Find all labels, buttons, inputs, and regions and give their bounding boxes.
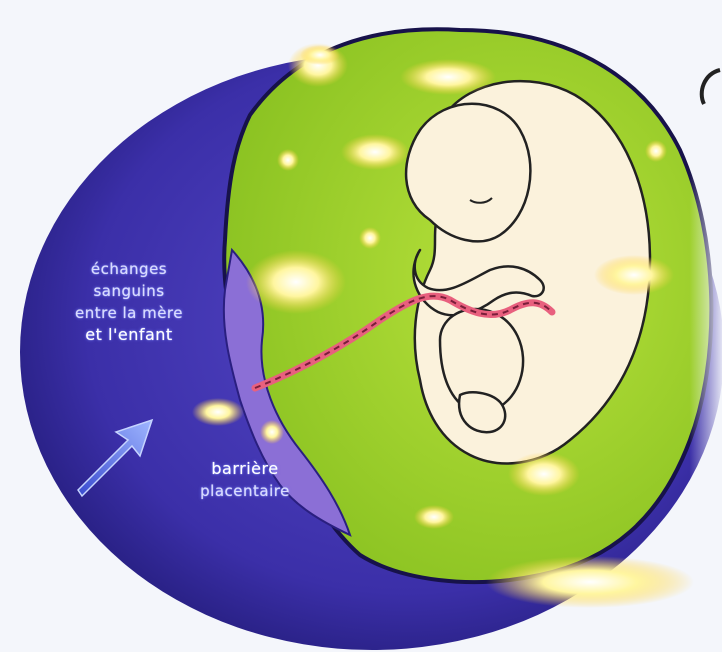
label-highlight (400, 59, 496, 95)
caption-line: entre la mère (14, 302, 244, 324)
label-highlight (260, 420, 284, 444)
label-highlight (341, 134, 409, 170)
caption-line: échanges (14, 258, 244, 280)
caption-line: et l'enfant (14, 324, 244, 346)
caption-line: barrière (160, 458, 330, 480)
label-highlight (359, 227, 381, 249)
label-highlight (246, 250, 346, 314)
caption-placental-barrier: barrière placentaire (160, 458, 330, 502)
label-highlight (277, 149, 299, 171)
label-highlight (414, 505, 454, 529)
caption-blood-exchanges: échanges sanguins entre la mère et l'enf… (14, 258, 244, 346)
caption-line: placentaire (160, 480, 330, 502)
label-highlight (192, 398, 244, 426)
caption-line: sanguins (14, 280, 244, 302)
edge-fade (560, 0, 722, 652)
label-highlight (300, 45, 340, 65)
